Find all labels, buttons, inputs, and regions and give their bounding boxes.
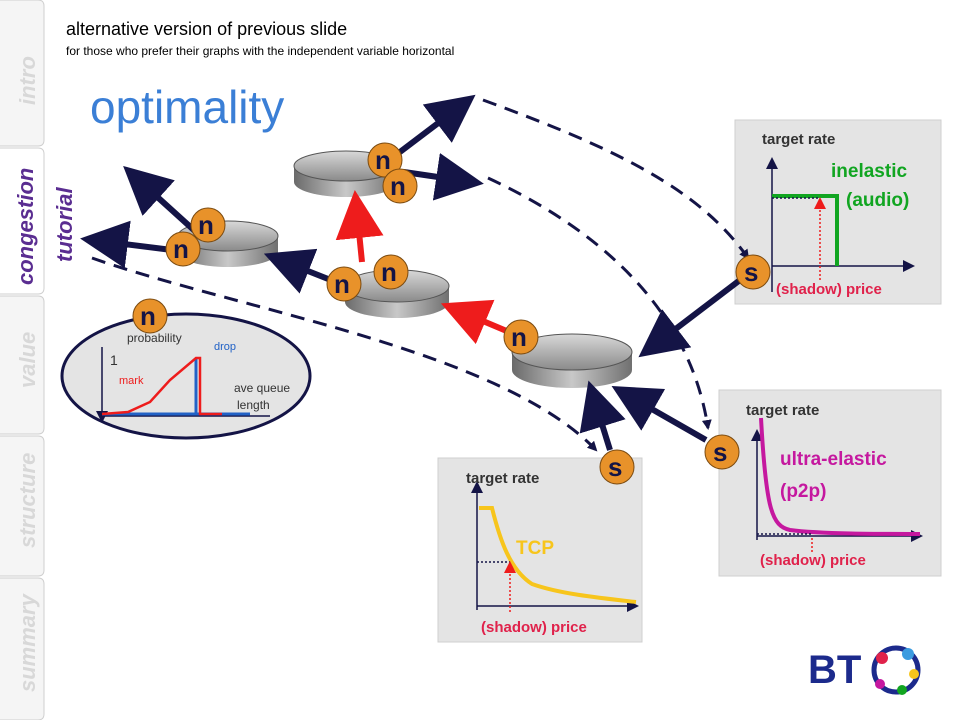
- arrow-s-bottom-to-router: [579, 380, 626, 451]
- node-s-3: [599, 449, 635, 485]
- node-n-label-6: n: [334, 269, 350, 299]
- tcp-curve: [479, 506, 637, 604]
- node-n-label-4: n: [173, 234, 189, 264]
- sidebar: [0, 0, 48, 720]
- arrow-s-to-router: [638, 277, 742, 358]
- ultra-name-2: (p2p): [780, 481, 827, 502]
- red-arrow-middle-to-top: [335, 190, 384, 263]
- ultra-elastic-panel-bg: [718, 389, 942, 577]
- router-bottom: [511, 333, 633, 388]
- arrow-top-out-upper: [390, 94, 476, 161]
- node-s-label-1: s: [744, 257, 759, 287]
- arrow-left-out-upper: [123, 165, 199, 235]
- inelastic-name-1: inelastic: [831, 161, 908, 182]
- node-s-1: [735, 254, 771, 290]
- node-n-7: [132, 298, 168, 334]
- tcp-xlabel: (shadow) price: [481, 619, 587, 636]
- red-xlabel-1: ave queue: [234, 381, 291, 395]
- red-ylabel: probability: [127, 331, 182, 345]
- bt-logo-text: BT: [808, 648, 862, 692]
- mark-curve: [101, 356, 222, 416]
- red-xlabel-2: length: [237, 398, 270, 412]
- slide-note: for those who prefer their graphs with t…: [66, 44, 455, 58]
- ultra-name-1: ultra-elastic: [780, 449, 887, 470]
- node-n-label-2: n: [390, 171, 406, 201]
- node-n-label-1: n: [375, 145, 391, 175]
- arrow-s-right-to-router: [611, 386, 708, 443]
- node-n-8: [503, 319, 539, 355]
- node-n-label-8: n: [511, 322, 527, 352]
- red-drop-label: drop: [214, 341, 237, 353]
- ultra-curve: [759, 417, 921, 536]
- node-n-5: [373, 254, 409, 290]
- inelastic-ylabel: target rate: [762, 131, 836, 148]
- red-one-label: 1: [110, 352, 118, 368]
- node-s-2: [704, 434, 740, 470]
- red-inset-ellipse: [60, 312, 312, 440]
- node-n-6: [326, 266, 362, 302]
- sidebar-tabs-graphic: [0, 0, 45, 720]
- slide-subtitle: alternative version of previous slide: [66, 19, 348, 39]
- node-n-2: [382, 168, 418, 204]
- node-n-label-3: n: [198, 210, 214, 240]
- tcp-ylabel: target rate: [466, 470, 540, 487]
- inelastic-name-2: (audio): [846, 190, 910, 211]
- node-s-label-2: s: [713, 437, 728, 467]
- bt-piper-icon: [871, 645, 921, 695]
- node-n-label-7: n: [140, 301, 156, 331]
- ultra-ylabel: target rate: [746, 402, 820, 419]
- tcp-name: TCP: [516, 538, 554, 559]
- arrow-left-out-lower: [80, 220, 173, 269]
- slide-title: optimality: [90, 81, 285, 133]
- dashed-path-top: [482, 98, 750, 260]
- node-s-label-3: s: [608, 452, 623, 482]
- node-n-label-5: n: [381, 257, 397, 287]
- red-mark-label: mark: [119, 375, 144, 387]
- dashed-path-bottom: [91, 256, 598, 452]
- inelastic-xlabel: (shadow) price: [776, 281, 882, 298]
- node-n-3: [190, 207, 226, 243]
- node-n-4: [165, 231, 201, 267]
- arrow-top-out-lower: [403, 153, 484, 201]
- dashed-path-middle: [487, 176, 712, 430]
- ultra-xlabel: (shadow) price: [760, 552, 866, 569]
- inelastic-curve: [772, 194, 839, 266]
